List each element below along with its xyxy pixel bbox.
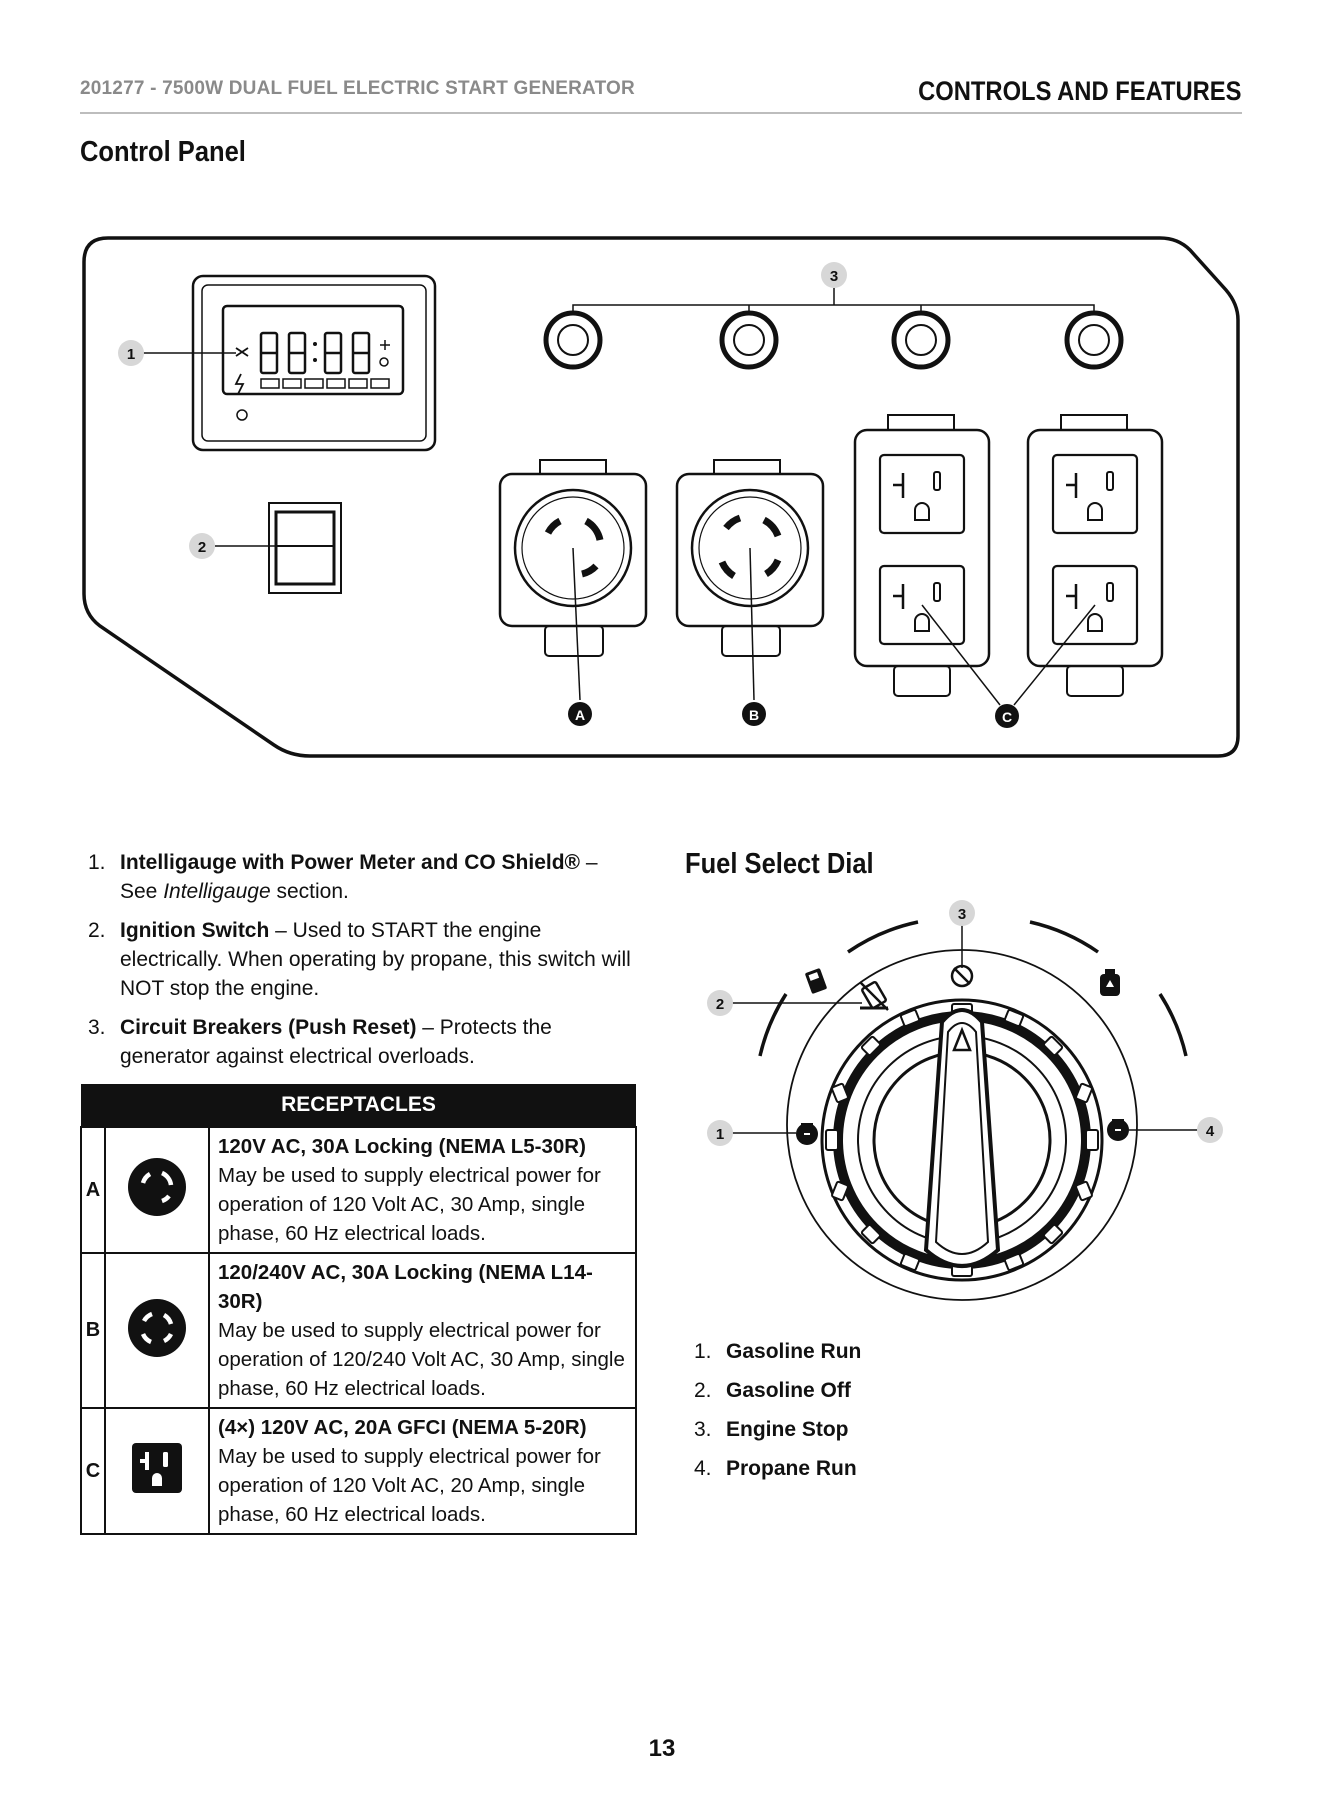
table-row: A 120V AC, 30A Locking (NEMA L5-30R) May… [80, 1126, 637, 1254]
table-row: B 120/240V AC, 30A Locking (NEMA L14-30R… [80, 1252, 637, 1409]
gasoline-off-icon [859, 980, 889, 1011]
callout-c-panel: C [1002, 709, 1012, 725]
circuit-breakers [543, 310, 1124, 370]
feature-item-2: 2.Ignition Switch – Used to START the en… [88, 919, 631, 1000]
receptacle-a-description: 120V AC, 30A Locking (NEMA L5-30R) May b… [208, 1126, 637, 1254]
callout-a-panel: A [575, 707, 585, 723]
callout-4-dial: 4 [1206, 1123, 1215, 1140]
gas-pump-icon [805, 968, 827, 994]
engine-stop-icon [950, 964, 974, 988]
intelligauge-display [191, 274, 437, 452]
receptacle-c-5-20r-left [853, 414, 991, 697]
receptacle-c-5-20r-right [1026, 414, 1164, 697]
feature-item-1: 1.Intelligauge with Power Meter and CO S… [88, 851, 598, 903]
nema-l5-30r-icon [104, 1126, 210, 1254]
fuel-select-dial-diagram: 3 2 1 4 [707, 900, 1223, 1301]
page-number: 13 [648, 1735, 676, 1762]
receptacle-b-l14-30r [675, 459, 825, 657]
row-letter: A [80, 1126, 106, 1254]
callout-b-panel: B [749, 707, 759, 723]
receptacles-table: RECEPTACLES A 120V AC, 30A Locking (NEMA… [80, 1084, 637, 1535]
list-item: 2.Gasoline Off [694, 1379, 851, 1402]
control-panel-title: Control Panel [80, 136, 246, 168]
control-panel-diagram: 1 2 3 A [82, 236, 1240, 758]
nema-5-20r-icon [104, 1407, 210, 1535]
callout-1-dial: 1 [716, 1126, 724, 1143]
receptacle-b-description: 120/240V AC, 30A Locking (NEMA L14-30R) … [208, 1252, 637, 1409]
gasoline-run-icon [796, 1123, 818, 1145]
document-title: 201277 - 7500W DUAL FUEL ELECTRIC START … [80, 78, 635, 99]
callout-3-panel: 3 [830, 268, 838, 285]
nema-l14-30r-icon [104, 1252, 210, 1409]
lightning-icon [234, 373, 245, 395]
row-letter: C [80, 1407, 106, 1535]
table-row: C (4×) 120V AC, 20A GFCI (NEMA 5-20R) Ma… [80, 1407, 637, 1535]
callout-2-panel: 2 [198, 539, 206, 556]
row-letter: B [80, 1252, 106, 1409]
receptacles-table-container: RECEPTACLES A 120V AC, 30A Locking (NEMA… [80, 1084, 637, 1535]
propane-tank-icon [1100, 969, 1120, 996]
receptacle-a-l5-30r [498, 459, 648, 657]
dial-pointer-icon [952, 1026, 972, 1052]
receptacles-header: RECEPTACLES [81, 1084, 636, 1127]
header-divider [80, 112, 1242, 114]
list-item: 3.Engine Stop [694, 1418, 849, 1441]
feature-item-3: 3.Circuit Breakers (Push Reset) – Protec… [88, 1016, 552, 1068]
fuel-select-dial-title: Fuel Select Dial [685, 848, 874, 880]
feature-list: 1.Intelligauge with Power Meter and CO S… [80, 848, 640, 1081]
list-item: 4.Propane Run [694, 1457, 857, 1480]
list-item: 1.Gasoline Run [694, 1340, 862, 1363]
receptacle-c-description: (4×) 120V AC, 20A GFCI (NEMA 5-20R) May … [208, 1407, 637, 1535]
fuel-positions-list: 1.Gasoline Run 2.Gasoline Off 3.Engine S… [694, 1332, 861, 1488]
ignition-switch [268, 502, 342, 594]
callout-1-panel: 1 [127, 346, 135, 363]
propane-run-icon [1107, 1119, 1129, 1141]
callout-3-dial: 3 [958, 906, 966, 923]
section-heading: CONTROLS AND FEATURES [917, 76, 1241, 106]
callout-2-dial: 2 [716, 996, 724, 1013]
